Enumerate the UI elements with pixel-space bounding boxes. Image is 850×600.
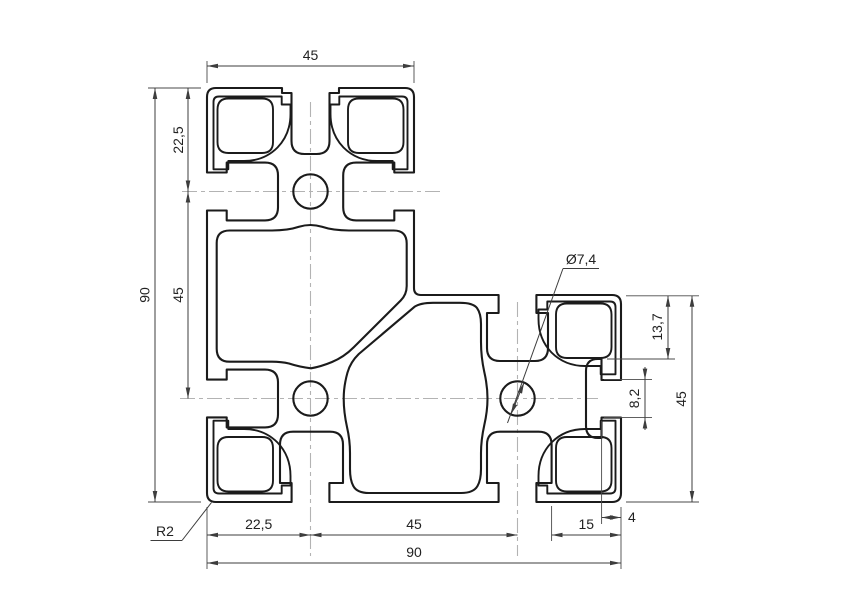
dim-bottom-right-width: 15 xyxy=(551,516,621,538)
screw-channel-top-left xyxy=(212,95,292,171)
dim-top-width: 45 xyxy=(207,47,414,69)
profile-outer-contour xyxy=(205,86,623,504)
screw-channel-right-top xyxy=(537,300,617,376)
dimensions: 45 90 22,5 45 22,5 45 15 4 xyxy=(137,47,695,566)
dim-slot-cavity-depth-label: 13,7 xyxy=(649,313,665,340)
bore-hole-right xyxy=(499,380,536,417)
dim-bottom-module-pitch-label: 45 xyxy=(406,516,422,532)
dim-overall-width: 90 xyxy=(207,544,621,566)
cavity-horizontal-arm xyxy=(342,301,489,495)
screw-channel-top-right xyxy=(329,95,409,171)
bore-hole-top xyxy=(292,173,329,210)
callout-hole-diameter: Ø7,4 xyxy=(507,251,599,424)
callout-corner-radius: R2 xyxy=(150,502,212,541)
dim-right-arm-height: 45 xyxy=(673,295,695,502)
dim-bottom-right-width-label: 15 xyxy=(579,516,595,532)
dim-overall-width-label: 90 xyxy=(406,544,422,560)
centerlines xyxy=(180,102,598,556)
dim-slot-cavity-depth: 13,7 xyxy=(649,295,671,359)
dim-bottom-left-offset-label: 22,5 xyxy=(245,516,272,532)
dim-overall-height-label: 90 xyxy=(137,287,153,303)
bore-hole-middle xyxy=(292,380,329,417)
dim-bottom-left-offset: 22,5 xyxy=(207,516,311,538)
dim-top-module-offset-label: 22,5 xyxy=(170,126,186,153)
callout-hole-diameter-label: Ø7,4 xyxy=(566,251,597,267)
profile-outline xyxy=(205,86,623,504)
dim-slot-lip-depth: 4 xyxy=(601,509,636,525)
cavity-vertical-arm xyxy=(215,223,408,370)
dim-top-width-label: 45 xyxy=(303,47,319,63)
dim-slot-opening-height: 8,2 xyxy=(626,367,648,430)
dim-bottom-module-pitch: 45 xyxy=(310,516,518,538)
dim-overall-height: 90 xyxy=(137,88,158,502)
dim-left-module-pitch: 45 xyxy=(170,191,191,399)
callout-corner-radius-label: R2 xyxy=(156,523,174,539)
dim-right-arm-height-label: 45 xyxy=(673,391,689,407)
dim-top-module-offset: 22,5 xyxy=(170,88,191,192)
dim-slot-lip-depth-label: 4 xyxy=(628,509,636,525)
dim-left-module-pitch-label: 45 xyxy=(170,287,186,303)
dim-slot-opening-height-label: 8,2 xyxy=(626,389,642,409)
